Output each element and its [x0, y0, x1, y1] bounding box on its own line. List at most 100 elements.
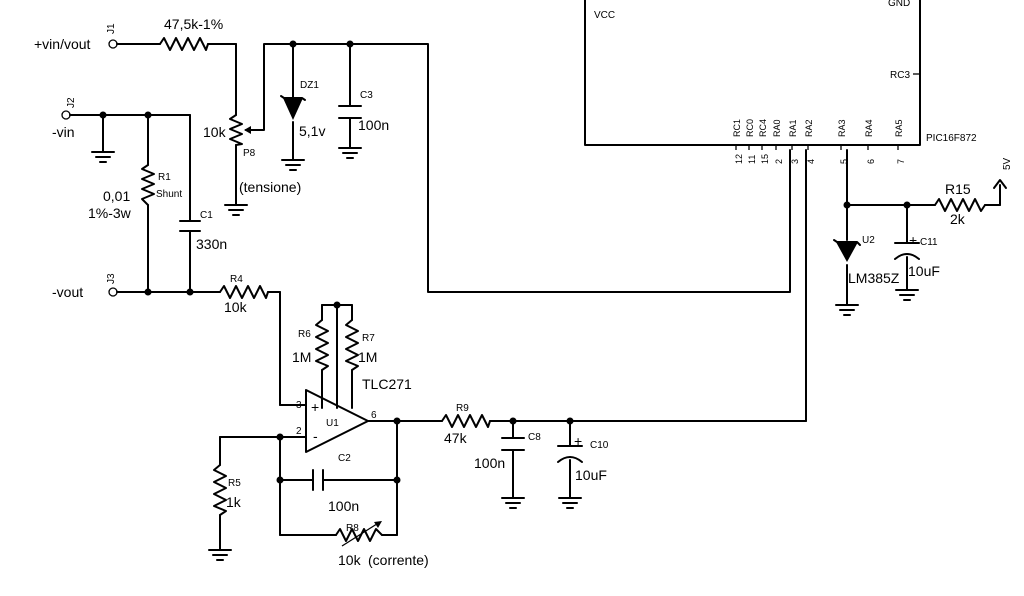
junctions — [99, 40, 911, 484]
ground-icon — [208, 549, 232, 561]
resistor-r5: R5 1k — [213, 464, 242, 516]
mcu-pin-number: 7 — [896, 159, 906, 164]
mcu-pin-name: RA3 — [837, 119, 847, 137]
mcu-pin-name: RA5 — [894, 119, 904, 137]
mcu-vcc-label: VCC — [594, 10, 615, 21]
mcu-pin-name: RC1 — [732, 119, 742, 137]
u2-part: LM385Z — [848, 270, 900, 286]
capacitor-c2: C2 100n — [312, 453, 359, 514]
mcu-pin-number: 3 — [790, 159, 800, 164]
connector-j2-label: -vin — [52, 124, 75, 140]
r8-value: 10k — [338, 552, 362, 568]
r15-value: 2k — [950, 211, 966, 227]
c2-ref: C2 — [338, 453, 351, 464]
resistor-r9: R9 47k — [441, 403, 491, 446]
connector-j3: J3 -vout — [52, 273, 118, 300]
c2-value: 100n — [328, 498, 359, 514]
ground-icon — [224, 204, 248, 216]
u1-ref: U1 — [326, 418, 339, 429]
u1-minus: - — [313, 428, 318, 444]
pot-ref: P8 — [243, 148, 256, 159]
r7-value: 1M — [358, 349, 377, 365]
r5-value: 1k — [226, 494, 242, 510]
opamp-u1: + - U1 TLC271 3 2 6 — [296, 376, 412, 453]
dz1-value: 5,1v — [299, 123, 325, 139]
connector-j3-ref: J3 — [106, 273, 117, 284]
r4-value: 10k — [224, 299, 248, 315]
supply-5v: 5V — [993, 157, 1013, 189]
ground-icon — [558, 497, 582, 509]
ground-icon — [835, 304, 859, 316]
capacitor-c11: + C11 10uF — [894, 232, 940, 279]
r5-ref: R5 — [228, 478, 241, 489]
c8-ref: C8 — [528, 432, 541, 443]
potentiometer-r8: R8 10k (corrente) — [335, 521, 429, 568]
resistor-r15: R15 2k — [934, 181, 986, 227]
r15-ref: R15 — [945, 181, 971, 197]
mcu-part-label: PIC16F872 — [926, 133, 977, 144]
connector-j2-ref: J2 — [66, 97, 77, 108]
c11-plus: + — [909, 232, 917, 248]
r6-value: 1M — [292, 349, 311, 365]
r8-ref: R8 — [346, 523, 359, 534]
connector-j1-label: +vin/vout — [34, 36, 91, 52]
r1-ref: R1 — [158, 172, 171, 183]
reference-u2: U2 LM385Z — [833, 235, 900, 286]
mcu-pin-number: 6 — [866, 159, 876, 164]
capacitor-c8: C8 100n — [474, 432, 541, 471]
r1-note: Shunt — [156, 189, 182, 200]
ground-symbols — [91, 147, 919, 561]
c3-ref: C3 — [360, 90, 373, 101]
connector-j2: J2 -vin — [52, 97, 77, 140]
mcu-pin-name: RA4 — [864, 119, 874, 137]
mcu-pin-number: 15 — [760, 154, 770, 164]
zener-dz1: DZ1 5,1v — [280, 80, 325, 139]
ground-icon — [501, 497, 525, 509]
ground-icon — [91, 151, 115, 163]
c11-value: 10uF — [908, 263, 940, 279]
c1-ref: C1 — [200, 210, 213, 221]
u2-ref: U2 — [862, 235, 875, 246]
u1-pin-out: 6 — [371, 410, 377, 421]
capacitor-c1: C1 330n — [179, 210, 227, 252]
dz1-ref: DZ1 — [300, 80, 319, 91]
r6-ref: R6 — [298, 329, 311, 340]
resistor-47k5-value: 47,5k-1% — [164, 16, 223, 32]
resistor-r6: R6 1M — [292, 319, 329, 371]
r9-value: 47k — [444, 430, 468, 446]
mcu-pin-name: RA2 — [804, 119, 814, 137]
resistor-47k5: 47,5k-1% — [159, 16, 223, 51]
c11-ref: C11 — [920, 237, 938, 248]
r9-ref: R9 — [456, 403, 469, 414]
c10-ref: C10 — [590, 440, 609, 451]
mcu-pin-name: RC0 — [745, 119, 755, 137]
r4-ref: R4 — [230, 274, 243, 285]
pot-value: 10k — [203, 124, 227, 140]
resistor-r7: R7 1M — [345, 319, 377, 371]
c8-value: 100n — [474, 455, 505, 471]
ground-icon — [281, 159, 305, 171]
mcu-rc3-label: RC3 — [890, 70, 910, 81]
mcu-pin-number: 2 — [774, 159, 784, 164]
u1-pin-minus: 2 — [296, 426, 302, 437]
connector-j1-ref: J1 — [106, 23, 117, 34]
c10-plus: + — [574, 433, 582, 449]
capacitor-c3: C3 100n — [338, 90, 389, 133]
mcu-pin-number: 5 — [839, 159, 849, 164]
r1-value2: 1%-3w — [88, 205, 132, 221]
wires — [69, 43, 1001, 551]
ground-icon — [338, 147, 362, 159]
potentiometer-p8: 10k P8 (tensione) — [203, 114, 301, 195]
mcu-pin-name: RC4 — [758, 119, 768, 137]
mcu-pin-number: 11 — [747, 155, 757, 164]
c3-value: 100n — [358, 117, 389, 133]
r1-value1: 0,01 — [103, 188, 130, 204]
u1-part: TLC271 — [362, 376, 412, 392]
c1-value: 330n — [196, 236, 227, 252]
c10-value: 10uF — [575, 467, 607, 483]
resistor-r4: R4 10k — [219, 274, 269, 315]
resistor-r1-shunt: R1 Shunt 0,01 1%-3w — [88, 164, 182, 221]
r8-note: (corrente) — [368, 552, 429, 568]
supply-label: 5V — [1002, 157, 1013, 170]
